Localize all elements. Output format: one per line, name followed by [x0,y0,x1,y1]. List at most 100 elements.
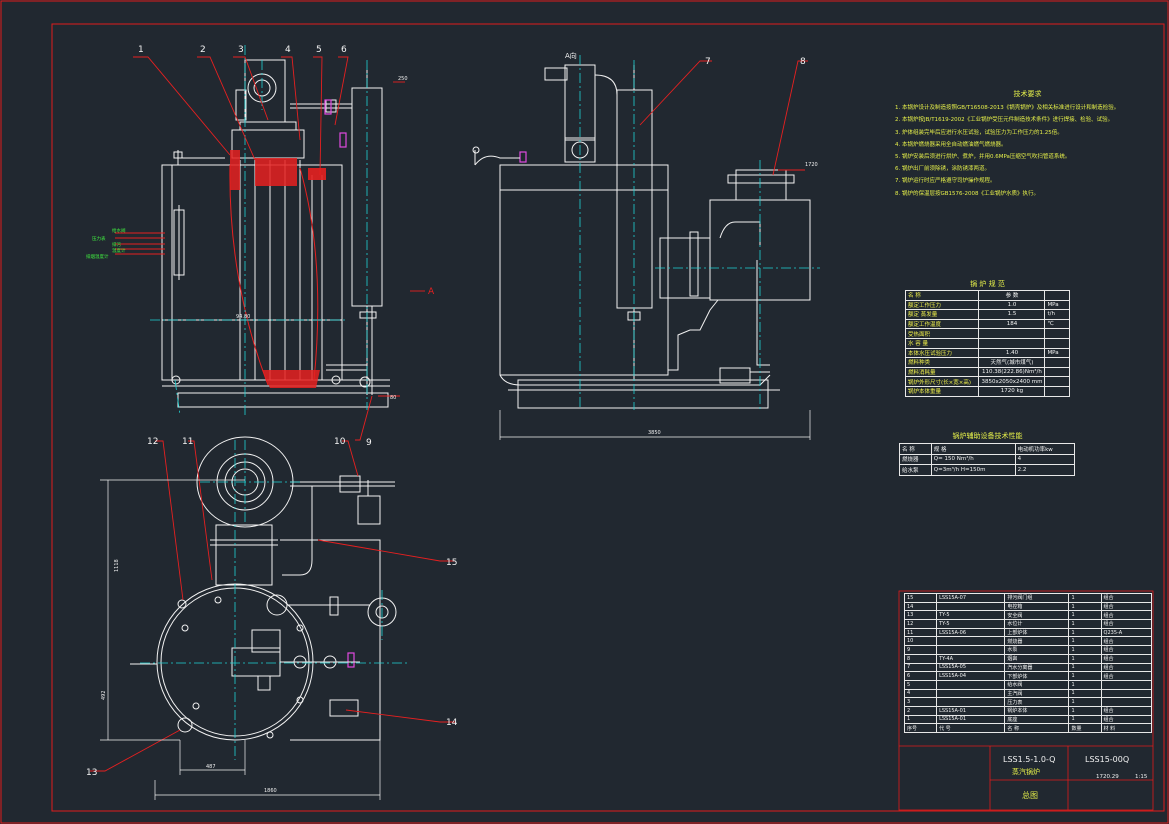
table-cell: Q= 150 Nm³/h [930,453,1016,465]
table-cell [1044,328,1070,339]
bom-cell: 组合 [1100,645,1153,655]
bom-cell: 下部炉体 [1004,671,1070,681]
bom-cell: 压力表 [1004,697,1070,707]
table-cell: 参 数 [978,290,1046,301]
bom-cell: 汽水分离器 [1004,662,1070,673]
part-label-12: 12 [147,437,158,447]
table-cell: 184 [978,318,1046,330]
bom-cell: 10 [903,636,938,647]
part-labels: 1 2 3 4 5 6 7 8 9 10 11 12 13 14 15 [86,45,806,778]
front-view-leaders [115,56,425,441]
table-cell: 额定 蒸发量 [904,309,980,320]
dimension-texts: 94.80 3850 1118 492 487 1860 250 1720 80 [101,76,818,794]
table-cell: 1.5 [978,309,1046,320]
callout-0: 给水阀 [112,227,126,234]
bom-cell: 1 [1068,610,1102,621]
bom-cell: 13 [903,610,938,621]
bom-cell: 1 [1068,697,1102,707]
table-row: 名 称规 格电动机功率kw [899,443,1076,455]
top-view-arrow-label: A向 [565,51,577,60]
technical-notes: 技术要求 1. 本锅炉设计及制造按照GB/T16508-2013《锅壳锅炉》及相… [895,88,1160,200]
table-cell: 燃烧器 [899,453,932,465]
note-item: 3. 炉体组装完毕后应进行水压试验，试验压力为工作压力的1.25倍。 [895,129,1063,136]
bom-cell: 安全阀 [1004,610,1070,621]
table-cell: 名 称 [899,443,932,455]
callout-3: 温度计 [112,247,126,254]
part-label-15: 15 [446,558,457,568]
bom-cell: 给水阀 [1004,679,1070,690]
table-cell: 给水泵 [899,464,932,476]
side-callouts: 给水阀 压力表 排污 温度计 排烟温度计 [86,227,126,260]
bom-cell: 1 [1068,645,1102,655]
bom-cell: LSS15A-01 [936,705,1006,716]
part-label-4: 4 [285,45,291,55]
bom-cell: LSS15A-04 [936,671,1006,681]
note-item: 2. 本锅炉按JB/T1619-2002《工业锅炉受压元件制造技术条件》进行焊接… [895,117,1114,124]
bom-cell: TY-5 [936,619,1006,629]
part-label-10: 10 [334,437,346,447]
table-row: 水 容 量 [904,337,1070,349]
bom-cell: 1 [903,714,938,725]
bom-cell: 烟囱 [1004,653,1070,664]
part-label-13: 13 [86,768,97,778]
table-cell: 受热面积 [904,328,980,339]
bom-cell: 7 [903,662,938,673]
front-view-hatching [230,150,326,388]
bom-cell [1100,679,1153,690]
table-cell: MPa [1044,347,1070,359]
bom-cell: 组合 [1100,601,1153,612]
bom-cell: 组合 [1100,653,1153,664]
dim-top-bottom-overall: 1860 [264,788,277,794]
note-item: 5. 锅炉安装后须进行烘炉、煮炉，并用0.6MPa压缩空气吹扫管道系统。 [895,154,1071,161]
dim-pipe-bottom: 80 [390,395,396,401]
bom-cell: 1 [1068,714,1102,725]
table-cell [1044,290,1070,301]
drawing-frame-inner [51,23,1165,812]
part-label-6: 6 [341,45,347,55]
table-cell: 锅炉本体重量 [904,385,980,397]
table-cell: 4 [1014,453,1076,465]
bom-row: 序号代 号名 称数量材 料 [903,723,1153,733]
table-cell: 锅炉外形尺寸(长×宽×高) [904,376,980,387]
side-view-leaders [639,60,808,176]
table-cell: t/h [1044,309,1070,320]
dim-front-width: 94.80 [236,314,250,320]
table-cell: 规 格 [930,443,1016,455]
bom-cell: 序号 [903,723,938,733]
dim-pipe-top: 250 [398,76,408,82]
table-cell: 1720 kg [978,385,1046,397]
title-weight: 1720.29 [1096,774,1119,780]
bom-cell [936,645,1006,655]
table-cell [1044,357,1070,368]
table-cell: 燃料消耗量 [904,366,980,378]
bom-cell [1100,697,1153,707]
table-row: 燃料种类天然气(城市煤气) [904,357,1070,368]
bom-cell: 组合 [1100,705,1153,716]
bom-cell: 电控箱 [1004,601,1070,612]
callout-1: 压力表 [92,235,106,242]
bom-cell: 9 [903,645,938,655]
bom-cell: 3 [903,697,938,707]
top-view-centerlines [140,440,410,760]
bom-cell [1100,688,1153,699]
bom-cell: 底座 [1004,714,1070,725]
top-view [130,436,397,741]
table-cell: 水 容 量 [904,337,980,349]
table-row: 锅炉外形尺寸(长×宽×高)3850x2050x2400 mm [904,376,1070,387]
side-view [472,64,811,409]
title-drawing-subtitle: 蒸汽锅炉 [1012,767,1040,776]
bom-cell: Q235-A [1100,627,1153,638]
bom-cell: LSS15A-01 [936,714,1006,725]
note-item: 1. 本锅炉设计及制造按照GB/T16508-2013《锅壳锅炉》及相关标准进行… [895,105,1120,112]
bom-cell: LSS15A-05 [936,662,1006,673]
spec-table-title: 锅 炉 规 范 [970,280,1005,288]
